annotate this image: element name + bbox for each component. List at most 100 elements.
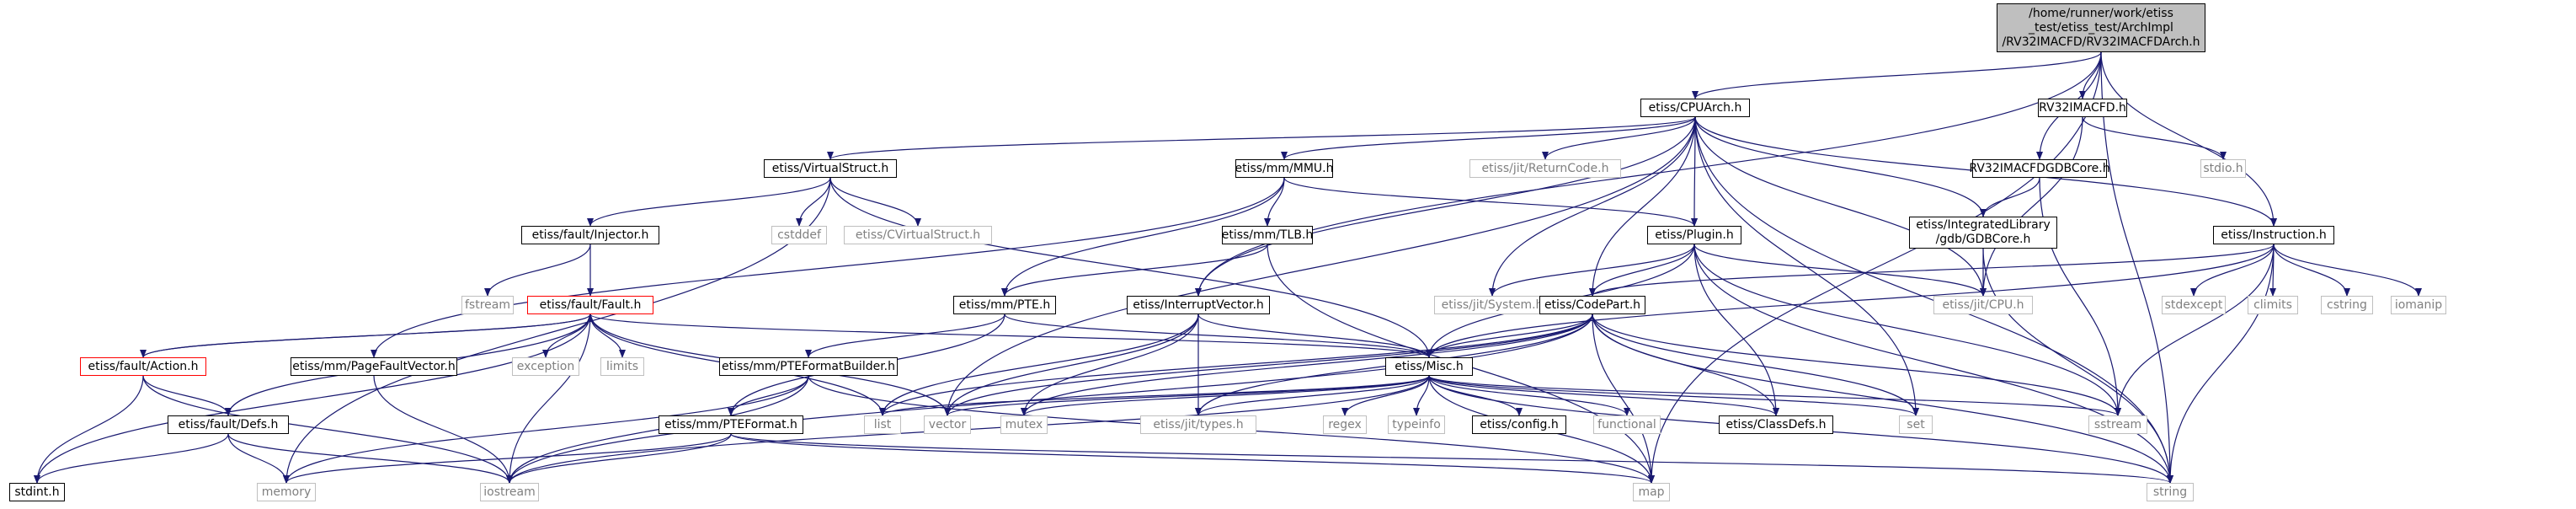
edge-instr-to-misc (1426, 244, 2275, 358)
edge-faultdefs-to-iostream (227, 433, 513, 484)
node-typeinfo: typeinfo (1388, 415, 1445, 434)
node-fstream: fstream (461, 296, 514, 314)
node-tlb-h[interactable]: etiss/mm/TLB.h (1222, 226, 1313, 244)
node-regex: regex (1323, 415, 1367, 434)
node-fault-h: etiss/fault/Fault.h (527, 296, 653, 314)
edge-cpuarch-to-retcode (1542, 116, 1696, 160)
edge-pte-to-misc (1004, 313, 1432, 358)
node-cpuarch-h[interactable]: etiss/CPUArch.h (1640, 99, 1750, 117)
edge-misc-to-functional (1428, 375, 1630, 416)
edge-cpuarch-to-plugin (1691, 116, 1699, 227)
edge-misc-to-types (1195, 375, 1430, 416)
edge-misc-to-vector (944, 375, 1430, 416)
node-iostream: iostream (480, 483, 539, 501)
node-mmu-h[interactable]: etiss/mm/MMU.h (1235, 159, 1334, 178)
edge-ptefmt-to-memory (283, 433, 732, 484)
node-stdexcept: stdexcept (2162, 296, 2226, 314)
edge-instr-to-sstream (2115, 244, 2275, 416)
node-memory: memory (257, 483, 316, 501)
edge-instr-to-string (2167, 244, 2275, 484)
node-vector: vector (924, 415, 971, 434)
node-instruction-h[interactable]: etiss/Instruction.h (2213, 226, 2334, 244)
edge-codepart-to-vector (944, 313, 1593, 416)
edge-gdbcore-to-intlib (1980, 177, 2040, 217)
node-plugin-h[interactable]: etiss/Plugin.h (1647, 226, 1741, 244)
edge-mmu-to-pte (1001, 177, 1285, 297)
edge-fault-to-misc (589, 313, 1432, 358)
node-virtualstruct-h[interactable]: etiss/VirtualStruct.h (764, 159, 897, 178)
edge-cpuarch-to-vector (944, 116, 1696, 416)
node-rv32imacfd-h[interactable]: RV32IMACFD.h (2038, 99, 2127, 117)
edge-plugin-to-sstream (1693, 244, 2121, 416)
edge-codepart-to-list (879, 313, 1593, 416)
node-classdefs-h[interactable]: etiss/ClassDefs.h (1719, 415, 1833, 434)
edge-misc-to-sstream (1428, 375, 2121, 416)
node-returncode-h: etiss/jit/ReturnCode.h (1469, 159, 1621, 178)
node-rv32imacfdgdbcore-h[interactable]: RV32IMACFDGDBCore.h (1969, 159, 2110, 178)
edge-misc-to-mutex (1021, 375, 1430, 416)
edge-gdbcore-to-sstream (2039, 177, 2121, 416)
node-pagefaultvector-h[interactable]: etiss/mm/PageFaultVector.h (291, 357, 457, 376)
edge-rv32h-to-stdio (2082, 116, 2227, 160)
edge-vstruct-to-cvstruct (829, 177, 921, 227)
node-set: set (1899, 415, 1933, 434)
edge-fault-to-stdint (34, 313, 591, 484)
edge-root-to-intvec (1195, 51, 2102, 297)
node-config-h[interactable]: etiss/config.h (1472, 415, 1566, 434)
edge-ptefb-to-memory (283, 375, 809, 484)
edge-action-to-faultdefs (142, 375, 232, 416)
edge-intvec-to-mutex (1021, 313, 1199, 416)
node-string: string (2147, 483, 2194, 501)
edge-plugin-to-codepart (1589, 244, 1695, 297)
edge-misc-to-classdefs (1428, 375, 1779, 416)
node-pte-h[interactable]: etiss/mm/PTE.h (953, 296, 1056, 314)
edge-misc-to-typeinfo (1413, 375, 1430, 416)
edge-instr-to-codepart (1589, 244, 2275, 297)
node-sstream: sstream (2088, 415, 2147, 434)
edge-tlb-to-pte (1001, 244, 1268, 297)
edge-cpuarch-to-set (1694, 116, 1919, 416)
node-misc-h[interactable]: etiss/Misc.h (1385, 357, 1473, 376)
edge-root-to-cpuarch (1692, 51, 2102, 99)
node-integratedlibrary-gdbcore-h[interactable]: etiss/IntegratedLibrary /gdb/GDBCore.h (1909, 217, 2057, 249)
edge-fault-to-iostream (506, 313, 591, 484)
edge-cpuarch-to-mmu (1281, 116, 1696, 160)
edge-vstruct-to-injector (587, 177, 831, 227)
node-stdint-h[interactable]: stdint.h (9, 483, 65, 501)
edge-ptefmt-to-map (730, 433, 1655, 484)
node-map: map (1633, 483, 1670, 501)
edge-codepart-to-iostream (506, 313, 1593, 484)
node-cpu-h: etiss/jit/CPU.h (1933, 296, 2033, 314)
node-stdio-h: stdio.h (2200, 159, 2246, 178)
edge-plugin-to-classdefs (1693, 244, 1779, 416)
node-climits: climits (2248, 296, 2298, 314)
edge-vstruct-to-cstddef (796, 177, 831, 227)
node-action-h: etiss/fault/Action.h (80, 357, 206, 376)
edge-cpuarch-to-string (1694, 116, 2173, 484)
edge-action-to-iostream (142, 375, 513, 484)
node-exception: exception (512, 357, 579, 376)
edge-codepart-to-sstream (1592, 313, 2121, 416)
edge-ptefmt-to-iostream (506, 433, 732, 484)
node-pteformatbuilder-h[interactable]: etiss/mm/PTEFormatBuilder.h (719, 357, 898, 376)
edge-plugin-to-system (1489, 244, 1695, 297)
edge-cpuarch-to-system (1489, 116, 1696, 297)
edge-cpuarch-to-codepart (1589, 116, 1696, 297)
edge-pte-to-ptefb (805, 313, 1005, 358)
edge-codepart-to-set (1592, 313, 1919, 416)
edge-root-to-instr (2100, 51, 2277, 227)
node-pteformat-h[interactable]: etiss/mm/PTEFormat.h (659, 415, 803, 434)
node-interruptvector-h[interactable]: etiss/InterruptVector.h (1127, 296, 1270, 314)
edge-misc-to-set (1428, 375, 1919, 416)
node-codepart-h[interactable]: etiss/CodePart.h (1539, 296, 1645, 314)
edge-root-to-map (1648, 51, 2102, 484)
edge-cpuarch-to-intvec (1195, 116, 1696, 297)
edge-codepart-to-mutex (1021, 313, 1593, 416)
node-injector-h[interactable]: etiss/fault/Injector.h (521, 226, 659, 244)
edge-vstruct-to-memory (283, 177, 831, 484)
edge-mmu-to-tlb (1264, 177, 1285, 227)
edge-cpuarch-to-intlib (1694, 116, 1987, 217)
node-fault-defs-h[interactable]: etiss/fault/Defs.h (168, 415, 289, 434)
edge-instr-to-iomanip (2273, 244, 2422, 297)
node-limits: limits (600, 357, 644, 376)
